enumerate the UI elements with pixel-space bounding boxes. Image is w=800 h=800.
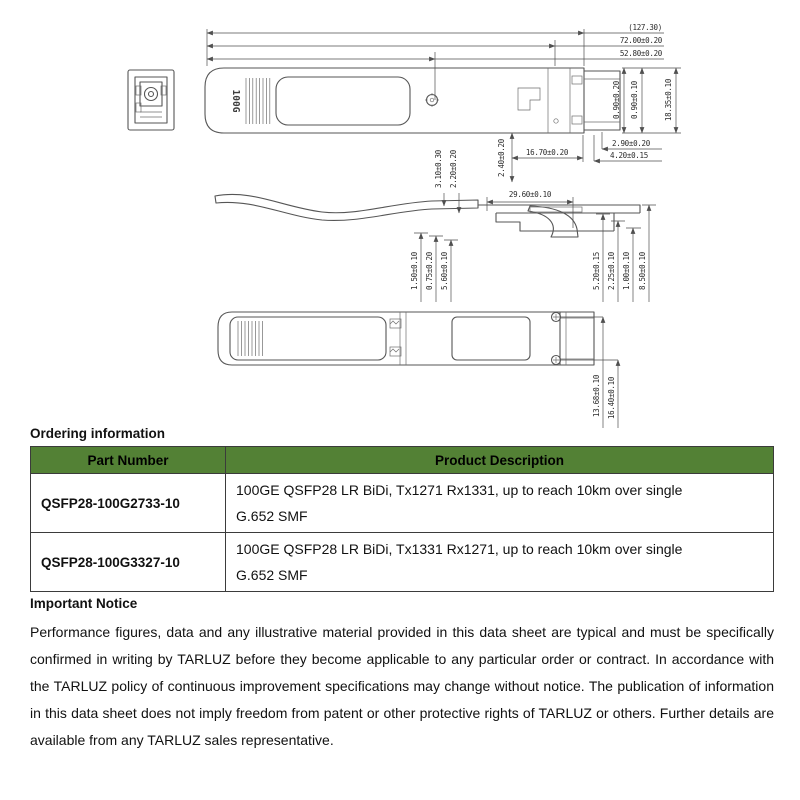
dim-profile-a: 1.50±0.10 (410, 251, 419, 290)
top-view-drawing: 100G (204, 67, 621, 134)
notice-heading: Important Notice (30, 596, 138, 611)
dim-rear-offset-a: 2.90±0.20 (612, 139, 651, 148)
dim-tab-thickness-a: 3.10±0.30 (434, 149, 443, 188)
dim-body-length: 72.00±0.20 (620, 36, 663, 45)
part-number-cell: QSFP28-100G3327-10 (30, 532, 226, 592)
dim-contact-length: 29.60±0.10 (509, 190, 552, 199)
dim-edge-c: 1.00±0.10 (622, 251, 631, 290)
dim-module-width: 18.35±0.10 (664, 78, 673, 121)
dim-tab-thickness-b: 2.20±0.20 (449, 149, 458, 188)
dim-overall-length-ref: (127.30) (628, 23, 662, 32)
ordering-heading: Ordering information (30, 426, 165, 441)
table-header-row: Part Number Product Description (30, 446, 774, 474)
technical-drawing: 100G (127.30) 72.00±0.20 52.80±0.20 (127, 23, 681, 428)
module-100g-label: 100G (230, 90, 241, 113)
dim-front-length: 52.80±0.20 (620, 49, 663, 58)
table-row: QSFP28-100G3327-10 100GE QSFP28 LR BiDi,… (30, 532, 774, 592)
bottom-view-dimensions: 13.68±0.10 16.40±0.10 (561, 316, 621, 428)
dim-latch-length: 16.70±0.20 (526, 148, 569, 157)
dim-profile-c: 5.60±0.10 (440, 251, 449, 290)
dim-step-depth: 2.40±0.20 (497, 138, 506, 177)
dim-step-height-b: 0.90±0.10 (630, 80, 639, 119)
table-row: QSFP28-100G2733-10 100GE QSFP28 LR BiDi,… (30, 473, 774, 533)
side-view-drawing (214, 193, 641, 238)
col-header-part-number: Part Number (30, 446, 226, 474)
notice-body: Performance figures, data and any illust… (30, 624, 774, 748)
dim-rear-offset-b: 4.20±0.15 (610, 151, 648, 160)
side-view-dimensions: 3.10±0.30 2.20±0.20 29.60±0.10 1.50±0.10… (410, 149, 656, 302)
part-number-cell: QSFP28-100G2733-10 (30, 473, 226, 533)
ordering-section: Ordering information Part Number Product… (30, 426, 774, 592)
description-cell: 100GE QSFP28 LR BiDi, Tx1331 Rx1271, up … (225, 532, 774, 592)
ordering-table: Part Number Product Description QSFP28-1… (30, 446, 774, 592)
dim-edge-b: 2.25±0.10 (607, 251, 616, 290)
dim-profile-b: 0.75±0.20 (425, 251, 434, 290)
bottom-view-drawing (217, 311, 595, 366)
col-header-product-description: Product Description (225, 446, 774, 474)
dim-edge-height: 8.50±0.10 (638, 251, 647, 290)
important-notice-section: Important Notice Performance figures, da… (30, 596, 774, 754)
dim-step-height-a: 0.90±0.20 (612, 80, 621, 119)
dim-screw-position-a: 13.68±0.10 (592, 374, 601, 417)
dim-screw-position-b: 16.40±0.10 (607, 376, 616, 419)
front-view-drawing (127, 69, 175, 131)
top-view-dimensions: (127.30) 72.00±0.20 52.80±0.20 0.90±0.20… (206, 23, 681, 183)
dim-edge-a: 5.20±0.15 (592, 252, 601, 290)
description-cell: 100GE QSFP28 LR BiDi, Tx1271 Rx1331, up … (225, 473, 774, 533)
